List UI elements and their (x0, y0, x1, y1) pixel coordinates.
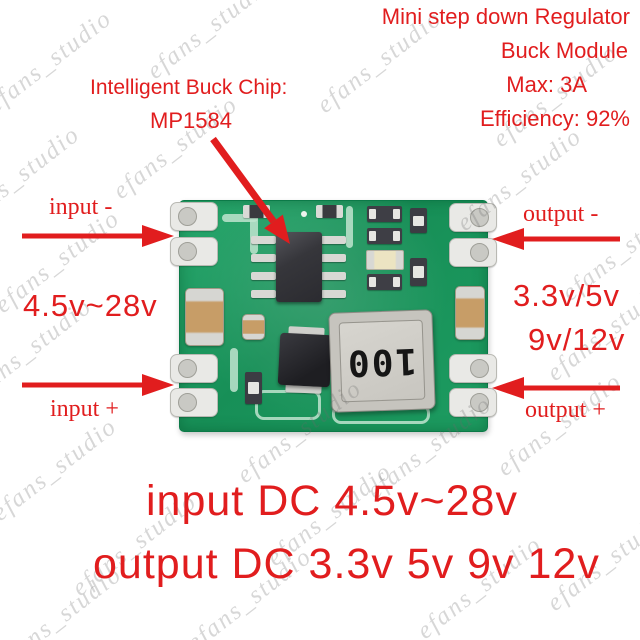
smd-resistor (367, 228, 402, 244)
spec-max-current: Max: 3A (506, 72, 587, 97)
smd-resistor (245, 372, 262, 404)
pad-hole (470, 243, 489, 262)
pad-hole (178, 359, 197, 378)
smd-component (243, 205, 270, 218)
title-line-2: Buck Module (500, 38, 628, 63)
pcb-trace (346, 206, 353, 248)
inductor-face: 100 (338, 319, 426, 403)
label-output-voltage-1: 3.3v/5v (513, 278, 620, 313)
silkscreen-dot (301, 211, 307, 217)
pad-input-minus-1 (170, 202, 218, 231)
smd-resistor (410, 258, 427, 286)
chip-pin (251, 254, 276, 262)
smd-capacitor (366, 250, 404, 270)
buck-chip-mp1584 (276, 232, 322, 302)
chip-pin (321, 236, 346, 244)
pad-hole (470, 359, 489, 378)
pcb-trace (255, 390, 321, 420)
inductor-marking: 100 (345, 339, 419, 383)
pad-hole (470, 208, 489, 227)
label-output-plus: output + (525, 397, 606, 423)
chip-pin (251, 236, 276, 244)
pad-input-plus-1 (170, 354, 218, 383)
chip-pin (321, 254, 346, 262)
schottky-diode (277, 326, 333, 395)
output-minus-arrow (492, 228, 620, 250)
watermark-text: efans_studio (492, 367, 628, 482)
label-output-voltage-2: 9v/12v (528, 322, 626, 357)
label-input-plus: input + (50, 396, 119, 422)
watermark-text: efans_studio (0, 412, 123, 527)
chip-pin (251, 290, 276, 298)
title-line-1: Mini step down Regulator (381, 4, 630, 29)
smd-resistor (410, 208, 427, 233)
pad-hole (178, 393, 197, 412)
pad-output-minus-1 (449, 203, 497, 232)
input-plus-arrow (22, 374, 174, 396)
label-input-voltage-range: 4.5v~28v (23, 288, 158, 323)
input-minus-arrow (22, 225, 174, 247)
smd-resistor (367, 274, 402, 290)
output-capacitor (455, 286, 485, 340)
chip-callout-title: Intelligent Buck Chip: (90, 76, 288, 99)
chip-pin (251, 272, 276, 280)
pad-output-plus-1 (449, 354, 497, 383)
pad-hole (178, 207, 197, 226)
pcb-trace (230, 348, 238, 392)
pcb-module-photo: 100 (170, 198, 497, 433)
footer-output-spec: output DC 3.3v 5v 9v 12v (93, 540, 600, 588)
pad-output-minus-2 (449, 238, 497, 267)
label-output-minus: output - (523, 201, 599, 227)
diode-body (277, 332, 333, 388)
chip-callout-partno: MP1584 (150, 108, 232, 133)
pcb-trace (250, 214, 258, 254)
chip-pin (321, 272, 346, 280)
pad-hole (470, 393, 489, 412)
power-inductor: 100 (328, 309, 436, 413)
input-capacitor (185, 288, 224, 346)
smd-resistor (367, 206, 402, 222)
pad-output-plus-2 (449, 388, 497, 417)
watermark-text: efans_studio (0, 4, 118, 119)
label-input-minus: input - (49, 194, 113, 220)
pad-input-plus-2 (170, 388, 218, 417)
smd-component (316, 205, 343, 218)
chip-pin (321, 290, 346, 298)
smd-capacitor (242, 314, 265, 340)
footer-input-spec: input DC 4.5v~28v (146, 477, 518, 525)
spec-efficiency: Efficiency: 92% (479, 106, 630, 131)
pad-hole (178, 242, 197, 261)
pad-input-minus-2 (170, 237, 218, 266)
output-plus-arrow (492, 377, 620, 399)
watermark-text: efans_studio (142, 0, 278, 85)
